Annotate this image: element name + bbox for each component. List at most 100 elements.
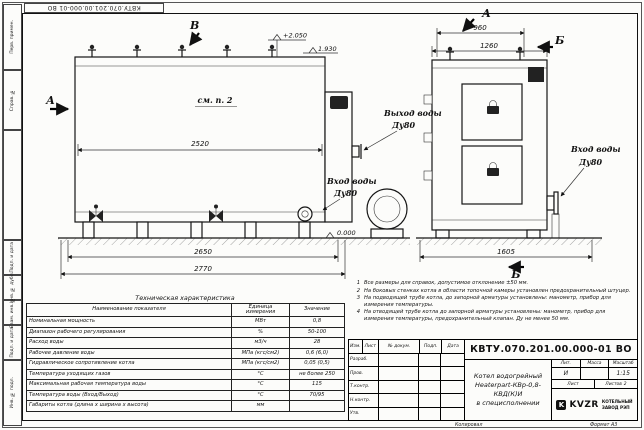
ground-line-left: [58, 237, 410, 245]
table-row: Разраб.: [349, 353, 464, 367]
tech-cell: МПа (кгс/см2): [231, 347, 290, 360]
tech-cell: Максимальная рабочая температура воды: [26, 379, 232, 391]
lit-value: И: [552, 368, 581, 379]
boiler-legs: [435, 229, 541, 239]
tech-cell: 28: [289, 337, 345, 349]
tb-role-cell: Пров.: [349, 367, 379, 380]
note-item: 2 На боковых стенках котла в области топо…: [352, 288, 636, 295]
frame-cell-inv-podl: Инв. № подл.: [3, 360, 22, 426]
inner-frame: [22, 13, 638, 421]
frame-cell-podp-data-2: Подп. и дата: [3, 325, 22, 360]
tech-cell: [289, 400, 345, 412]
sheet-label: Лист: [567, 381, 579, 387]
tech-table-title: Техническая характеристика: [135, 294, 235, 302]
tech-cell: 70/95: [289, 389, 345, 402]
padlock-icon: [489, 100, 497, 106]
tech-cell: м3/ч: [231, 337, 290, 349]
note-number: 2: [356, 287, 360, 294]
boiler-front-view: [423, 46, 560, 239]
control-panel-icon: [330, 96, 348, 109]
scale-label: Масштаб: [612, 361, 634, 366]
sheets-value: 2: [623, 381, 627, 387]
dim-960: 960: [473, 24, 487, 32]
tb-empty-cell: [379, 407, 419, 420]
tech-cell: Номинальная мощность: [26, 316, 232, 328]
tb-header-cell: № докум.: [379, 340, 421, 353]
product-name: Котел водогрейный Heaterpart-КВр-0,8-КВД…: [465, 360, 551, 420]
tb-empty-cell: [419, 407, 441, 420]
view-letter-a-top: А: [481, 7, 491, 20]
note-text: На подводящей трубе котла, до запорной а…: [364, 295, 611, 308]
tech-cell: мм: [231, 400, 290, 412]
table-row: Диапазон рабочего регулирования%50-100: [26, 326, 345, 339]
tech-cell: 50-100: [289, 326, 345, 339]
tech-cell: МПа (кгс/см2): [231, 358, 290, 370]
tb-empty-cell: [419, 380, 441, 393]
tech-cell: °С: [231, 368, 290, 381]
note-text: На отводящей трубе котла до запорной арм…: [364, 309, 606, 322]
table-row: Т.контр.: [349, 380, 464, 394]
elevation-zero: 0.000: [337, 229, 356, 237]
company-block: K KVZR КОТЕЛЬНЫЙ ЗАВОД РЭП: [552, 389, 637, 420]
tb-empty-cell: [419, 394, 441, 407]
tech-cell: °С: [231, 379, 290, 391]
water-outlet-dn: Ду80: [391, 120, 415, 130]
dim-1260: 1260: [480, 42, 498, 50]
title-block-revision-table: Изм. Лист № докум. Подп. Дата Разраб. Пр…: [349, 340, 465, 420]
tb-role-cell: Т.контр.: [349, 380, 379, 393]
section-letter-b-top: Б: [554, 34, 565, 47]
tech-cell: 0,6 (6,0): [289, 347, 345, 360]
tb-header-cell: Дата: [447, 343, 459, 349]
padlock-icon: [489, 162, 497, 168]
tb-header-cell: Изм.: [349, 340, 363, 353]
dim-2650: 2650: [194, 248, 212, 256]
tech-cell: Расход воды: [26, 337, 232, 349]
tb-empty-cell: [419, 367, 441, 380]
title-block: Изм. Лист № докум. Подп. Дата Разраб. Пр…: [348, 339, 638, 421]
tb-empty-cell: [441, 394, 463, 407]
view-letter-b: В: [189, 19, 199, 32]
boiler-door-upper: [461, 83, 523, 141]
table-row: Пров.: [349, 367, 464, 381]
mass-label: Масса: [581, 360, 610, 367]
elevation-top: +2.050: [283, 32, 307, 40]
frame-cell-vzam-inv: Взам. инв. №: [3, 297, 22, 328]
tech-header-row: Наименование показателя Единица измерени…: [26, 302, 345, 318]
side-pipe-stubs: [423, 94, 433, 181]
valve-icon: [89, 204, 103, 222]
product-name-line: в специсполнении: [476, 398, 540, 407]
lit-label: Лит.: [552, 360, 581, 367]
tech-cell: не более 250: [289, 368, 345, 381]
note-text: На боковых стенках котла в области топоч…: [364, 287, 631, 294]
tb-empty-cell: [441, 354, 463, 367]
company-name-line: КОТЕЛЬНЫЙ: [601, 399, 633, 405]
roof-valve-icon: [88, 44, 276, 57]
company-name-line: ЗАВОД РЭП: [601, 404, 630, 410]
boiler-legs: [82, 221, 311, 239]
control-cabinet: [324, 91, 362, 223]
frame-cell-empty: [3, 130, 22, 240]
mass-value: [581, 368, 610, 379]
table-row: Утв.: [349, 407, 464, 420]
ground-line-right: [416, 237, 602, 245]
tech-cell: Рабочее давление воды: [26, 347, 232, 360]
tb-empty-cell: [419, 353, 441, 366]
sheets-label: Листов: [605, 381, 622, 387]
inlet-flange-right: [546, 191, 560, 239]
section-letter-b-bottom: Б: [510, 268, 521, 281]
tech-cell: Гидравлическое сопротивление котла: [26, 358, 232, 370]
product-name-line: Heaterpart-КВр-0,8-КВД(К)И: [475, 381, 541, 398]
tech-cell: Температура уходящих газов: [26, 368, 232, 381]
section-letter-a-left: А: [45, 94, 55, 107]
title-block-main: КВТУ.070.201.00.000-01 ВО Котел водогрей…: [465, 340, 637, 420]
frame-cell-sprav: Справ. №: [3, 70, 22, 130]
tech-cell: Габариты котла (длина х ширина х высота): [26, 400, 232, 412]
tech-cell: °С: [231, 389, 290, 402]
